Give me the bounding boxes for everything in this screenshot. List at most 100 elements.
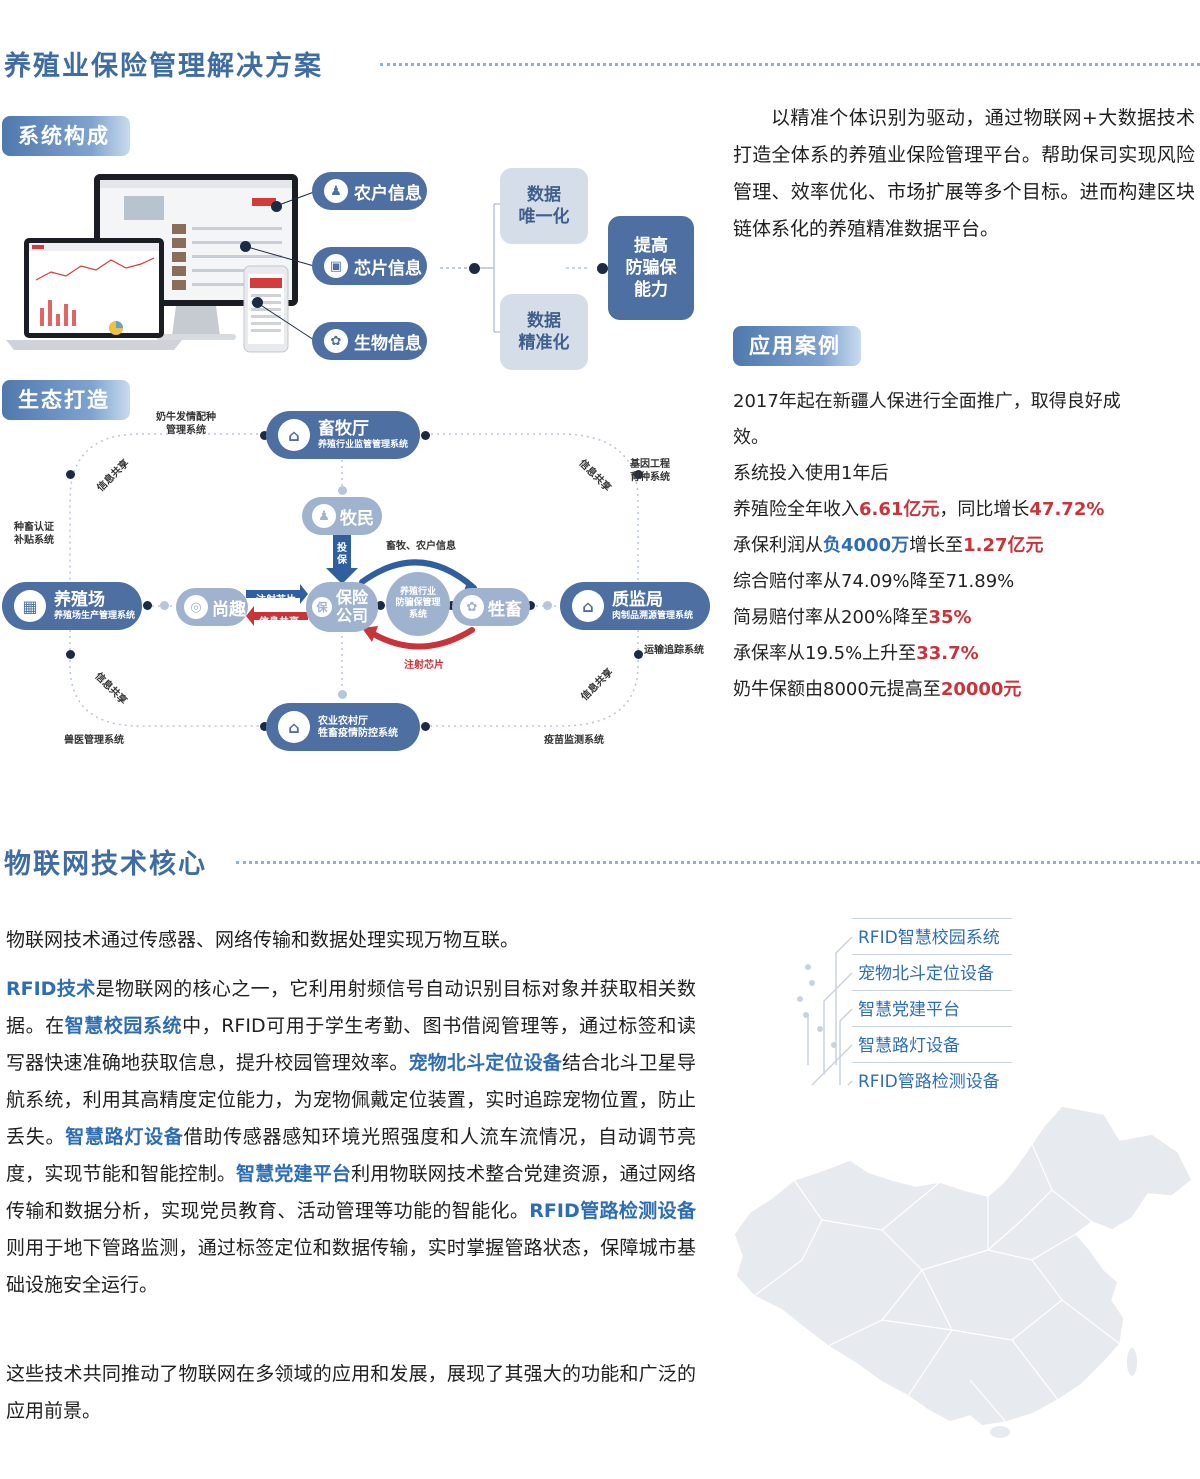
eco-dot — [260, 431, 269, 440]
eco-dot — [421, 722, 430, 731]
paw-icon: ✿ — [460, 595, 484, 619]
highlight-term: 智慧校园系统 — [64, 1015, 183, 1037]
connector-dot — [240, 241, 251, 252]
body-text: 则用于地下管路监测，通过标签定位和数据传输，实时掌握管路状态，保障城市基础设施安… — [6, 1237, 696, 1296]
body-text: 利用物联网技术整合党建资源，通过网络传输和数据分析，实现党员教育、活动管理等功能… — [6, 1163, 696, 1222]
eco-dot — [526, 601, 535, 610]
highlight-term: 智慧路灯设备 — [65, 1126, 184, 1148]
title-divider — [236, 861, 1200, 864]
label-xumu-nonghu: 畜牧、农户信息 — [386, 541, 456, 552]
paw-icon: ✿ — [324, 329, 348, 353]
pill-farmer-info: ♟ 农户信息 — [312, 172, 427, 210]
iot-list-item: 智慧路灯设备 — [858, 1036, 960, 1056]
image-icon: ▣ — [324, 254, 348, 278]
devices-illustration — [6, 174, 298, 353]
eco-dot — [260, 722, 269, 731]
pill-bio-info: ✿ 生物信息 — [312, 322, 427, 360]
eco-dot — [421, 431, 430, 440]
case-line-loss-ratio: 综合赔付率从74.09%降至71.89% — [733, 571, 1015, 592]
iot-summary: 这些技术共同推动了物联网在多领域的应用和发展，展现了其强大的功能和广泛的应用前景… — [6, 1363, 696, 1422]
section-title-insurance: 养殖业保险管理解决方案 — [4, 51, 323, 82]
logo-icon: ◎ — [184, 595, 208, 619]
case-line-2: 效。 — [733, 427, 769, 448]
tag-eco: 生态打造 — [2, 380, 130, 420]
intro-paragraph: 以精准个体识别为驱动，通过物联网+大数据技术打造全体系的养殖业保险管理平台。帮助… — [733, 107, 1195, 240]
iot-detail: RFID技术是物联网的核心之一，它利用射频信号自动识别目标对象并获取相关数据。在… — [6, 971, 696, 1304]
eco-dot — [543, 601, 552, 610]
label-xinxi-bottom: 信息共享 — [259, 617, 299, 628]
node-zhijianju: ⌂ 质监局肉制品溯源管理系统 — [560, 582, 710, 630]
eco-loop — [69, 433, 639, 727]
eco-dot — [66, 470, 75, 479]
node-shengchu: ✿ 牲畜 — [452, 588, 530, 626]
iot-list-item: 宠物北斗定位设备 — [858, 964, 994, 984]
eco-dot — [634, 470, 643, 479]
highlight-term: RFID管路检测设备 — [529, 1200, 696, 1222]
china-map — [733, 1105, 1193, 1438]
flow-dot — [469, 263, 480, 274]
body-text: 中，RFID可用于学生考勤、图书借阅管理等，通过标签和读写器快速准确地获取信息，… — [6, 1015, 696, 1074]
box-anti-fraud: 提高 防骗保 能力 — [608, 216, 694, 320]
eco-dot — [447, 601, 456, 610]
bank-icon: ⌂ — [278, 419, 310, 451]
label-toubao: 投 保 — [337, 543, 347, 566]
highlight-term: 宠物北斗定位设备 — [408, 1052, 562, 1074]
flow-dot — [597, 263, 608, 274]
case-line-income: 养殖险全年收入6.61亿元，同比增长47.72% — [733, 499, 1105, 520]
circuit-lines — [797, 936, 853, 1086]
body-text: 借助传感器感知环境光照强度和人流车流情况，自动调节亮度，实现节能和智能控制。 — [6, 1126, 696, 1185]
tag-cases: 应用案例 — [733, 326, 861, 366]
iot-intro: 物联网技术通过传感器、网络传输和数据处理实现万物互联。 — [6, 929, 520, 951]
iot-list-item: 智慧党建平台 — [858, 1000, 960, 1020]
body-text: 结合北斗卫星导航系统，利用其高精度定位能力，为宠物佩戴定位装置，实时追踪宠物位置… — [6, 1052, 696, 1148]
highlight-term: RFID技术 — [6, 978, 96, 1000]
list-divider — [852, 954, 1012, 955]
person-icon: ♟ — [312, 504, 336, 528]
eco-dot — [376, 601, 385, 610]
label-cow-system: 奶牛发情配种 管理系统 — [156, 412, 216, 436]
bank-icon: ⌂ — [278, 711, 310, 743]
shield-icon: 保 — [312, 597, 332, 617]
label-transport-system: 运输追踪系统 — [644, 645, 704, 656]
pill-chip-info: ▣ 芯片信息 — [312, 247, 427, 285]
iot-list-item: RFID智慧校园系统 — [858, 928, 1000, 948]
list-divider — [852, 1062, 1012, 1063]
person-icon: ♟ — [324, 179, 348, 203]
node-center-system: 养殖行业 防骗保管理 系统 — [386, 572, 450, 636]
case-line-profit: 承保利润从负4000万增长至1.27亿元 — [733, 535, 1044, 556]
node-shangqu: ◎ 尚趣 — [176, 588, 248, 626]
section-title-iot: 物联网技术核心 — [4, 849, 207, 880]
label-vet-system: 兽医管理系统 — [64, 735, 124, 746]
body-text: 是物联网的核心之一，它利用射频信号自动识别目标对象并获取相关数据。在 — [6, 978, 696, 1037]
node-mumin: ♟ 牧民 — [302, 497, 382, 535]
node-xumuting: ⌂ 畜牧厅养殖行业监管管理系统 — [266, 411, 420, 459]
flow-bracket — [440, 203, 590, 333]
building-icon: ▦ — [14, 590, 46, 622]
box-data-unique: 数据 唯一化 — [500, 168, 588, 244]
bank-icon: ⌂ — [572, 590, 604, 622]
eco-dot — [338, 486, 347, 495]
title-divider — [380, 63, 1200, 66]
case-line-1: 2017年起在新疆人保进行全面推广，取得良好成 — [733, 391, 1121, 412]
case-line-3: 系统投入使用1年后 — [733, 463, 889, 484]
tag-system: 系统构成 — [2, 116, 130, 156]
label-zhushe-red: 注射芯片 — [404, 660, 444, 671]
case-line-cow: 奶牛保额由8000元提高至20000元 — [733, 679, 1022, 700]
label-vaccine-system: 疫苗监测系统 — [544, 735, 604, 746]
label-gene-system: 基因工程 育种系统 — [630, 459, 670, 483]
list-divider — [852, 990, 1012, 991]
label-breed-system: 种畜认证 补贴系统 — [14, 522, 54, 546]
node-baoxian: 保 保险 公司 — [306, 582, 378, 632]
iot-list-item: RFID管路检测设备 — [858, 1072, 1000, 1092]
list-divider — [852, 1026, 1012, 1027]
eco-dot — [338, 690, 347, 699]
eco-dot — [66, 650, 75, 659]
connector-dot — [271, 201, 282, 212]
eco-dot — [160, 601, 169, 610]
node-nongye: ⌂ 农业农村厅牲畜疫情防控系统 — [266, 703, 420, 751]
case-line-coverage: 承保率从19.5%上升至33.7% — [733, 643, 979, 664]
highlight-term: 智慧党建平台 — [236, 1163, 352, 1185]
node-yangzhichang: ▦ 养殖场养殖场生产管理系统 — [2, 582, 142, 630]
eco-dot — [634, 650, 643, 659]
box-data-precise: 数据 精准化 — [500, 294, 588, 370]
